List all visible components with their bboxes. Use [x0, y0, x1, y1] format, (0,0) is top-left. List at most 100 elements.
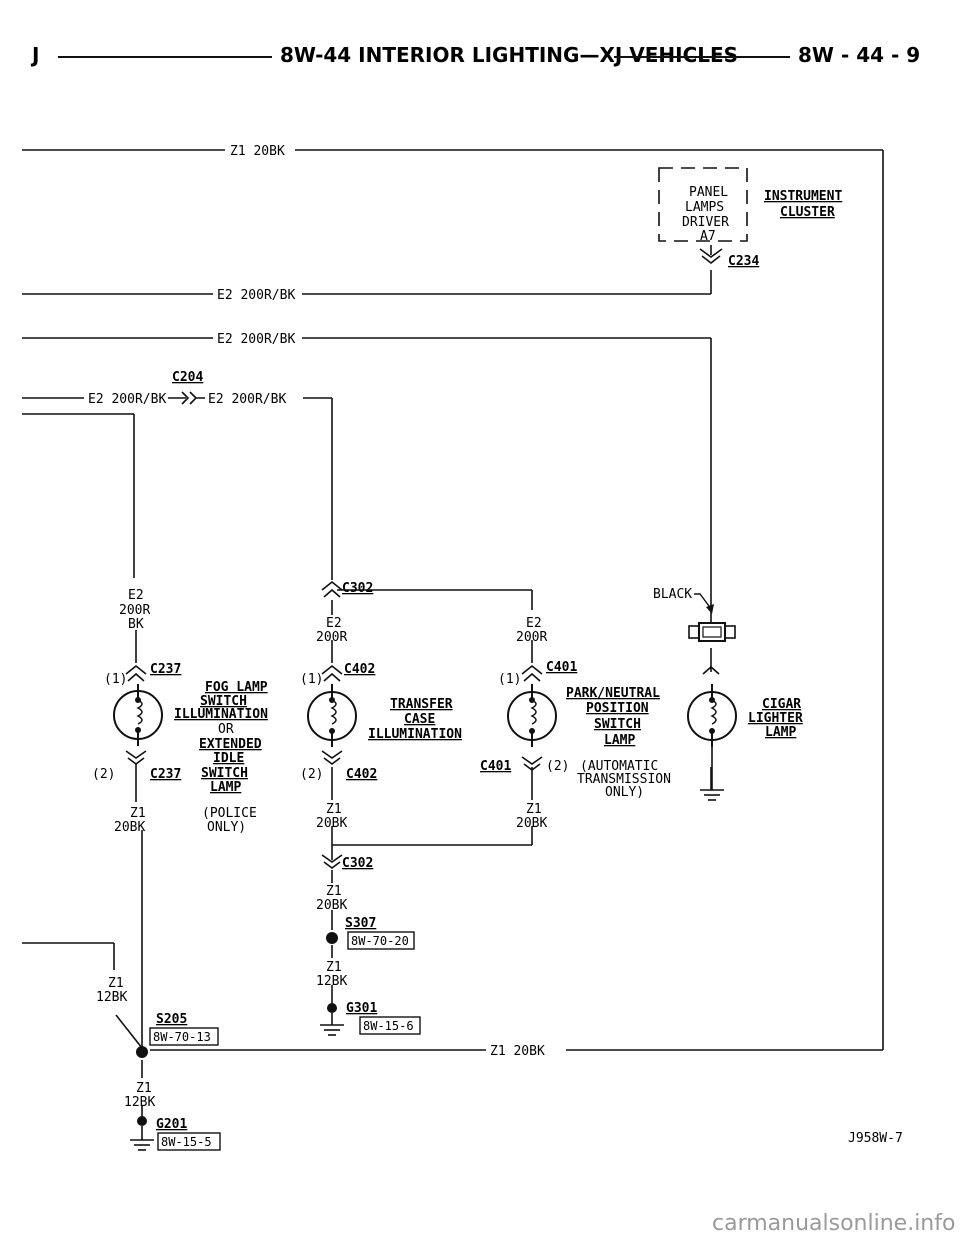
- panel-label-4: A7: [700, 229, 716, 244]
- fog-pin2: (2): [92, 767, 115, 782]
- pn-label-4: LAMP: [604, 733, 635, 748]
- transfer-case-label: TRANSFER CASE ILLUMINATION: [368, 697, 462, 742]
- header-left: J: [30, 43, 39, 67]
- fog-label-1: FOG LAMP: [205, 680, 268, 695]
- connector-c237-top: (1) C237: [104, 662, 181, 687]
- park-neutral-wire-label-top: E2 200R: [516, 616, 547, 645]
- tc-pin2: (2): [300, 767, 323, 782]
- cigar-lighter-bulb: [687, 665, 737, 801]
- auto-trans-note: (AUTOMATIC TRANSMISSION ONLY): [577, 759, 671, 800]
- s307-z1: Z1: [326, 960, 342, 975]
- pn-z1: Z1: [526, 802, 542, 817]
- s205-z1: Z1: [136, 1081, 152, 1096]
- wires: [22, 149, 884, 1118]
- fog-label-9: (POLICE: [202, 806, 257, 821]
- fog-lamp-ground-wire-label: Z1 20BK: [114, 806, 146, 835]
- cl-label-1: CIGAR: [762, 697, 801, 712]
- s307-wire-label: Z1 12BK: [316, 960, 347, 989]
- g201-label: G201: [156, 1117, 187, 1132]
- tc-pin1: (1): [300, 672, 323, 687]
- panel-label-1: PANEL: [689, 185, 728, 200]
- fog-label-6: IDLE: [213, 751, 244, 766]
- black-label: BLACK: [653, 587, 692, 602]
- wire-label-e2-1: E2 200R/BK: [217, 288, 295, 303]
- c302-20bk: 20BK: [316, 898, 347, 913]
- instrument-label: INSTRUMENT: [764, 189, 842, 204]
- fog-label-7: SWITCH: [201, 766, 248, 781]
- fog-20bk: 20BK: [114, 820, 145, 835]
- fog-label-3: ILLUMINATION: [174, 707, 268, 722]
- s205-wire-label: Z1 12BK: [124, 1081, 155, 1110]
- fog-e2: E2: [128, 588, 144, 603]
- ground-g201: G201 8W-15-5: [130, 1116, 221, 1151]
- fog-label-5: EXTENDED: [199, 737, 262, 752]
- tc-label-2: CASE: [404, 712, 435, 727]
- tc-200r: 200R: [316, 630, 347, 645]
- c237-bottom-label: C237: [150, 767, 181, 782]
- black-connector: BLACK: [653, 587, 736, 642]
- c302-bottom-label: C302: [342, 856, 373, 871]
- fog-bk: BK: [128, 617, 144, 632]
- c302-z1: Z1: [326, 884, 342, 899]
- panel-label-3: DRIVER: [682, 215, 729, 230]
- connector-c401-bottom: C401 (2): [480, 756, 569, 774]
- fog-z1: Z1: [130, 806, 146, 821]
- g301-label: G301: [346, 1001, 377, 1016]
- s205-12bk: 12BK: [124, 1095, 155, 1110]
- wire-label-e2-4: E2 200R/BK: [208, 392, 286, 407]
- wire-label-z1-bottom: Z1 20BK: [490, 1044, 545, 1059]
- pn-e2: E2: [526, 616, 542, 631]
- transfer-case-bulb: [307, 684, 357, 747]
- header-title: 8W-44 INTERIOR LIGHTING—XJ VEHICLES: [280, 43, 738, 67]
- pn-label-1: PARK/NEUTRAL: [566, 686, 660, 701]
- g201-ref: 8W-15-5: [161, 1135, 212, 1149]
- pn-20bk: 20BK: [516, 816, 547, 831]
- s307-ref: 8W-70-20: [351, 934, 409, 948]
- left-12bk: 12BK: [96, 990, 127, 1005]
- c402-top-label: C402: [344, 662, 375, 677]
- fog-label-8: LAMP: [210, 780, 241, 795]
- fog-lamp-label: FOG LAMP SWITCH ILLUMINATION OR EXTENDED…: [174, 680, 268, 835]
- header-page-number: 8W - 44 - 9: [798, 43, 920, 67]
- transfer-case-ground-wire-label: Z1 20BK: [316, 802, 347, 831]
- connector-c302-top: C302: [321, 580, 373, 598]
- wire-labels: Z1 20BK E2 200R/BK E2 200R/BK E2 200R/BK…: [88, 144, 545, 1059]
- cigar-lighter-label: CIGAR LIGHTER LAMP: [748, 697, 803, 740]
- cluster-label: CLUSTER: [780, 205, 835, 220]
- at-label-2: TRANSMISSION: [577, 772, 671, 787]
- fog-pin1: (1): [104, 672, 127, 687]
- c234-label: C234: [728, 254, 759, 269]
- figure-id: J958W-7: [848, 1131, 903, 1146]
- splice-s307: S307 8W-70-20: [326, 916, 415, 950]
- fog-label-10: ONLY): [207, 820, 246, 835]
- left-12bk-label: Z1 12BK: [96, 976, 127, 1005]
- cl-label-2: LIGHTER: [748, 711, 803, 726]
- fog-label-4: OR: [218, 722, 234, 737]
- page-header: J 8W-44 INTERIOR LIGHTING—XJ VEHICLES 8W…: [30, 43, 920, 67]
- connector-c204: C204: [168, 370, 205, 405]
- s307-12bk: 12BK: [316, 974, 347, 989]
- instrument-cluster-label: INSTRUMENT CLUSTER: [764, 189, 842, 220]
- tc-20bk: 20BK: [316, 816, 347, 831]
- pn-200r: 200R: [516, 630, 547, 645]
- s205-label: S205: [156, 1012, 187, 1027]
- g301-ref: 8W-15-6: [363, 1019, 414, 1033]
- wire-label-e2-3: E2 200R/BK: [88, 392, 166, 407]
- c302-top-label: C302: [342, 581, 373, 596]
- c204-label: C204: [172, 370, 203, 385]
- fog-lamp-bulb: [113, 684, 163, 746]
- fog-200r: 200R: [119, 603, 150, 618]
- tc-z1: Z1: [326, 802, 342, 817]
- park-neutral-label: PARK/NEUTRAL POSITION SWITCH LAMP: [566, 686, 660, 748]
- wire-label-e2-2: E2 200R/BK: [217, 332, 295, 347]
- c302-bottom-wire-label: Z1 20BK: [316, 884, 347, 913]
- pn-pin1: (1): [498, 672, 521, 687]
- connector-c402-bottom: (2) C402: [300, 750, 377, 782]
- at-label-3: ONLY): [605, 785, 644, 800]
- wire-label-z1-top: Z1 20BK: [230, 144, 285, 159]
- fog-label-2: SWITCH: [200, 694, 247, 709]
- c237-top-label: C237: [150, 662, 181, 677]
- splice-s205: S205 8W-70-13: [136, 1012, 219, 1058]
- s307-label: S307: [345, 916, 376, 931]
